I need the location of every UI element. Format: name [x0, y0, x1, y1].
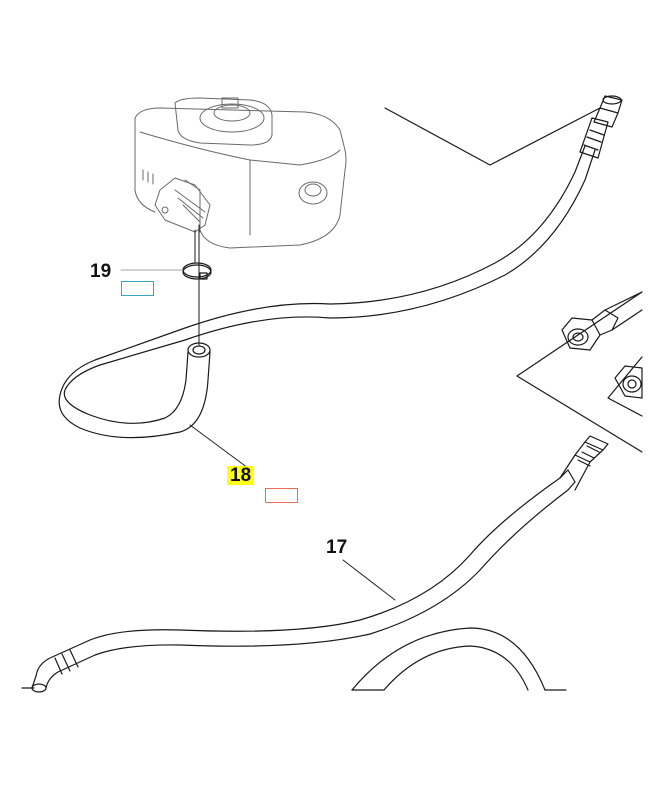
hose-arc-bottom	[351, 627, 546, 691]
leader-18	[189, 424, 249, 469]
callout-19: 19	[90, 261, 112, 282]
hose-clamp[interactable]	[182, 262, 212, 280]
part-18-marker[interactable]	[265, 488, 298, 503]
hex-fitting-upper	[561, 291, 643, 351]
hex-fitting-lower	[614, 365, 643, 399]
hose-part-18[interactable]	[58, 145, 596, 439]
callout-18: 18	[227, 466, 255, 485]
leader-17	[342, 559, 396, 601]
callout-17: 17	[326, 537, 348, 558]
frame-lines	[351, 107, 643, 691]
fuel-tank	[134, 97, 347, 249]
part-19-marker[interactable]	[121, 281, 154, 296]
hose-part-17[interactable]	[21, 435, 609, 693]
upper-hose-fitting	[579, 95, 623, 159]
